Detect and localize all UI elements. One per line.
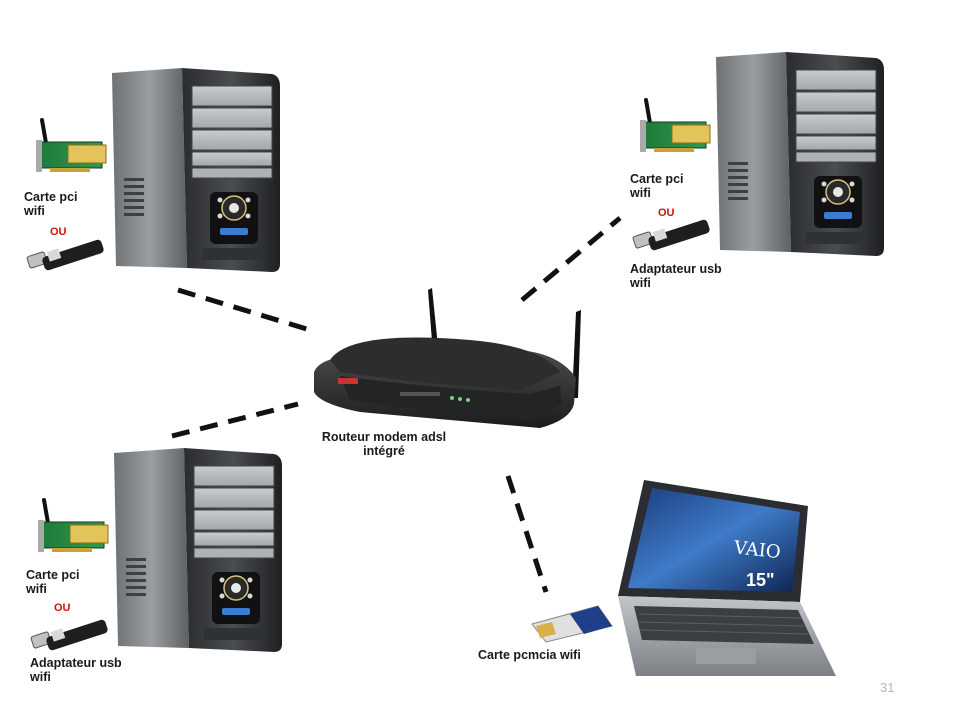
tower-pc-bottom-left	[113, 447, 283, 653]
pci-card-icon	[34, 118, 108, 174]
pci-card-icon	[36, 498, 110, 554]
connection-links	[171, 216, 622, 593]
link-bottom-right	[505, 475, 549, 593]
usb-adapter-icon	[26, 238, 106, 272]
link-top-right	[520, 216, 622, 302]
laptop-icon: VAIO 15"	[618, 480, 836, 676]
usb-adapter-icon	[30, 618, 110, 652]
tower-pc-top-right	[715, 51, 885, 257]
router-icon	[314, 288, 581, 428]
laptop-brand: VAIO	[732, 537, 782, 563]
pci-card-icon	[638, 98, 712, 154]
link-top-left	[177, 287, 311, 333]
or-label-top-right: OU	[658, 207, 675, 219]
pcmcia-card-icon	[531, 605, 613, 643]
tower-pc-top-left	[111, 67, 281, 273]
link-bottom-left	[171, 401, 299, 439]
usb-adapter-icon	[632, 218, 712, 252]
or-label-top-left: OU	[50, 226, 67, 238]
or-label-bottom-left: OU	[54, 602, 71, 614]
laptop-screen-size: 15"	[746, 570, 775, 590]
page-number: 31	[880, 680, 895, 695]
pcmcia-card-label: Carte pcmcia wifi	[478, 648, 581, 662]
